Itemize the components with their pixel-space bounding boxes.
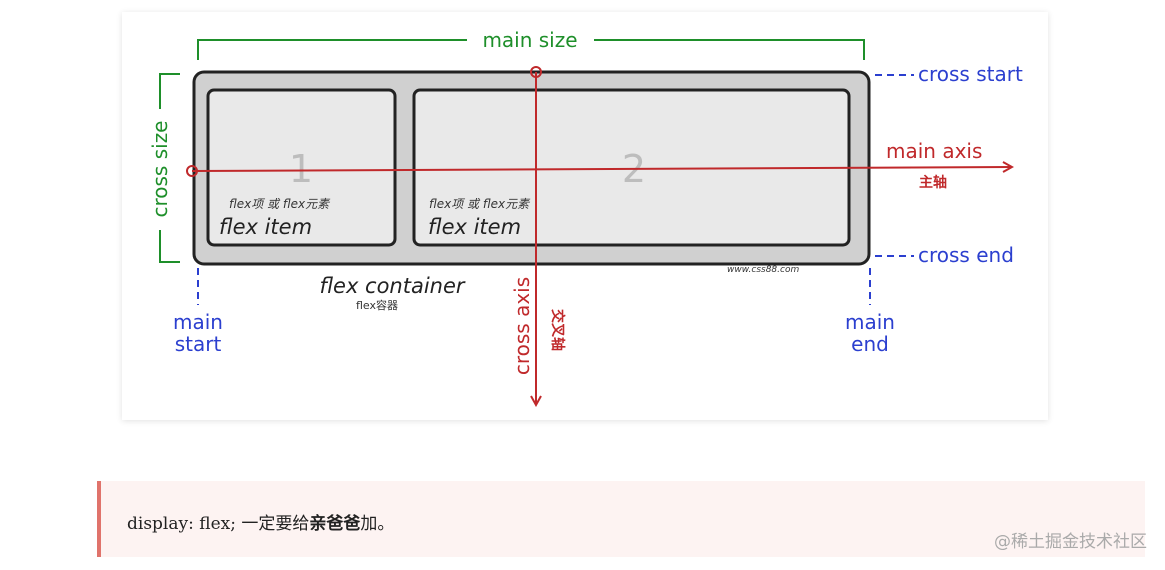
cross-axis-origin	[530, 66, 542, 78]
flex-item-1-box	[206, 88, 397, 247]
main-size-bracket	[197, 39, 865, 60]
main-axis-arrow	[191, 167, 1012, 171]
note-suffix: 加。	[360, 514, 395, 534]
flex-container-label-cn: flex容器	[356, 298, 398, 312]
main-axis-label-cn: 主轴	[919, 174, 947, 191]
cross-end-label: cross end	[918, 243, 1014, 267]
flex-item-1-caption-cn: flex项 或 flex元素	[229, 197, 331, 211]
flex-item-1-number: 1	[289, 147, 313, 191]
site-watermark: www.css88.com	[727, 265, 799, 275]
note-blockquote: display: flex; 一定要给亲爸爸加。	[97, 481, 1145, 557]
cross-size-label: cross size	[148, 121, 172, 218]
note-prefix: display: flex; 一定要给	[127, 514, 310, 534]
cross-axis-label-cn: 交叉轴	[549, 309, 566, 351]
main-end-label-line1: main	[845, 310, 895, 334]
note-bold: 亲爸爸	[309, 514, 361, 534]
main-axis-label: main axis	[886, 139, 982, 163]
note-text: display: flex; 一定要给亲爸爸加。	[127, 509, 394, 534]
flex-diagram: main size cross size 1 2 flex项 或 flex元素 …	[148, 28, 1023, 420]
main-start-label-line2: start	[175, 332, 222, 356]
flex-item-2-caption-cn: flex项 或 flex元素	[429, 197, 531, 211]
main-axis-origin	[186, 165, 198, 177]
flex-item-1-caption: flex item	[219, 215, 312, 239]
cross-size-bracket	[159, 73, 180, 263]
juejin-watermark: @稀土掘金技术社区	[994, 532, 1147, 552]
main-start-label-line1: main	[173, 310, 223, 334]
flex-diagram-figure: main size cross size 1 2 flex项 或 flex元素 …	[122, 12, 1048, 420]
flex-container-label: flex container	[319, 274, 465, 298]
cross-axis-label: cross axis	[510, 277, 534, 375]
cross-start-label: cross start	[918, 62, 1023, 86]
main-end-label-line2: end	[851, 332, 889, 356]
flex-item-2-caption: flex item	[428, 215, 521, 239]
main-size-label: main size	[482, 28, 577, 52]
